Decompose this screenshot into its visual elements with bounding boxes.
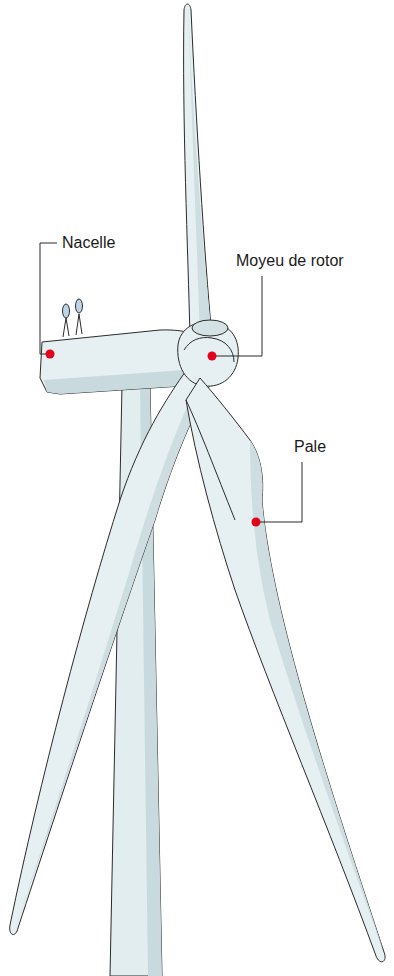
leader-line xyxy=(40,243,302,522)
blade xyxy=(10,368,210,934)
blade xyxy=(184,4,212,338)
callout-dot xyxy=(46,350,261,527)
part-label: Pale xyxy=(292,437,328,457)
part-label: Nacelle xyxy=(60,233,117,253)
part-label: Moyeu de rotor xyxy=(234,251,346,271)
blade xyxy=(186,378,385,962)
